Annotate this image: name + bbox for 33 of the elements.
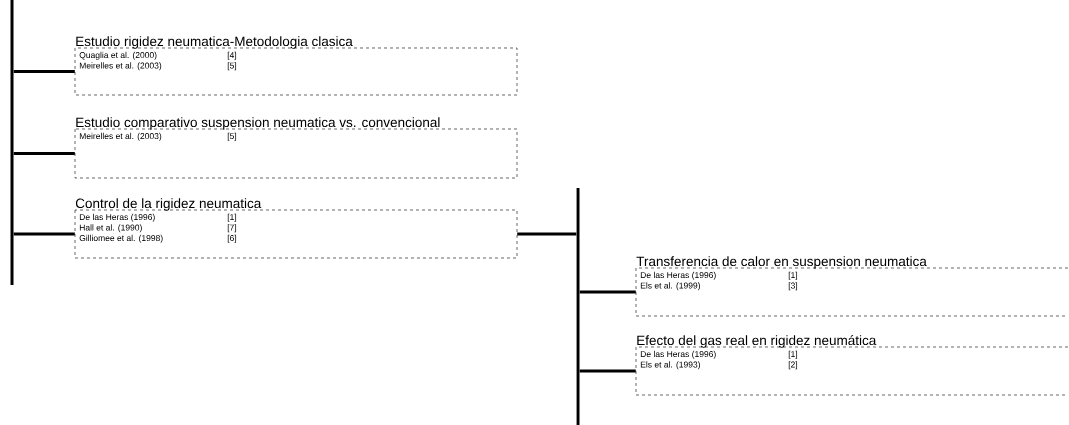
- connector-line: [579, 290, 636, 294]
- reference-number: [2]: [788, 361, 798, 370]
- author-entry: Gilliomee et al. (1998): [79, 234, 163, 243]
- box-title: Transferencia de calor en suspension neumatica: [636, 256, 927, 269]
- author-entry: Meirelles et al. (2003): [79, 62, 162, 71]
- author-entry: Quaglia et al. (2000): [79, 51, 157, 60]
- reference-number: [7]: [227, 224, 237, 233]
- author-entry: De las Heras (1996): [640, 350, 716, 359]
- connector-line: [13, 70, 75, 73]
- connector-line: [13, 152, 75, 155]
- reference-number: [5]: [227, 132, 237, 141]
- box-title: Efecto del gas real en rigidez neumática: [637, 335, 877, 348]
- author-entry: De las Heras (1996): [640, 271, 716, 280]
- author-entry: Meirelles et al. (2003): [79, 132, 162, 141]
- reference-number: [6]: [227, 234, 237, 243]
- box-title: Control de la rigidez neumatica: [75, 198, 262, 211]
- reference-number: [5]: [227, 62, 237, 71]
- box-title: Estudio comparativo suspension neumatica vs. convencional: [76, 117, 440, 130]
- vertical-bar: [576, 188, 580, 425]
- connector-line: [13, 232, 75, 236]
- author-entry: Els et al. (1993): [640, 361, 700, 370]
- reference-number: [4]: [227, 51, 237, 60]
- author-entry: Hall et al. (1990): [79, 224, 142, 233]
- author-entry: Els et al. (1999): [640, 282, 700, 291]
- reference-number: [1]: [227, 213, 237, 222]
- author-entry: De las Heras (1996): [79, 213, 155, 222]
- reference-number: [1]: [788, 350, 798, 359]
- reference-number: [1]: [788, 271, 798, 280]
- connector-line: [579, 369, 636, 373]
- box-title: Estudio rigidez neumatica-Metodologia clasica: [76, 36, 353, 49]
- connector-line: [517, 232, 577, 236]
- vertical-bar: [10, 0, 14, 285]
- reference-number: [3]: [788, 282, 798, 291]
